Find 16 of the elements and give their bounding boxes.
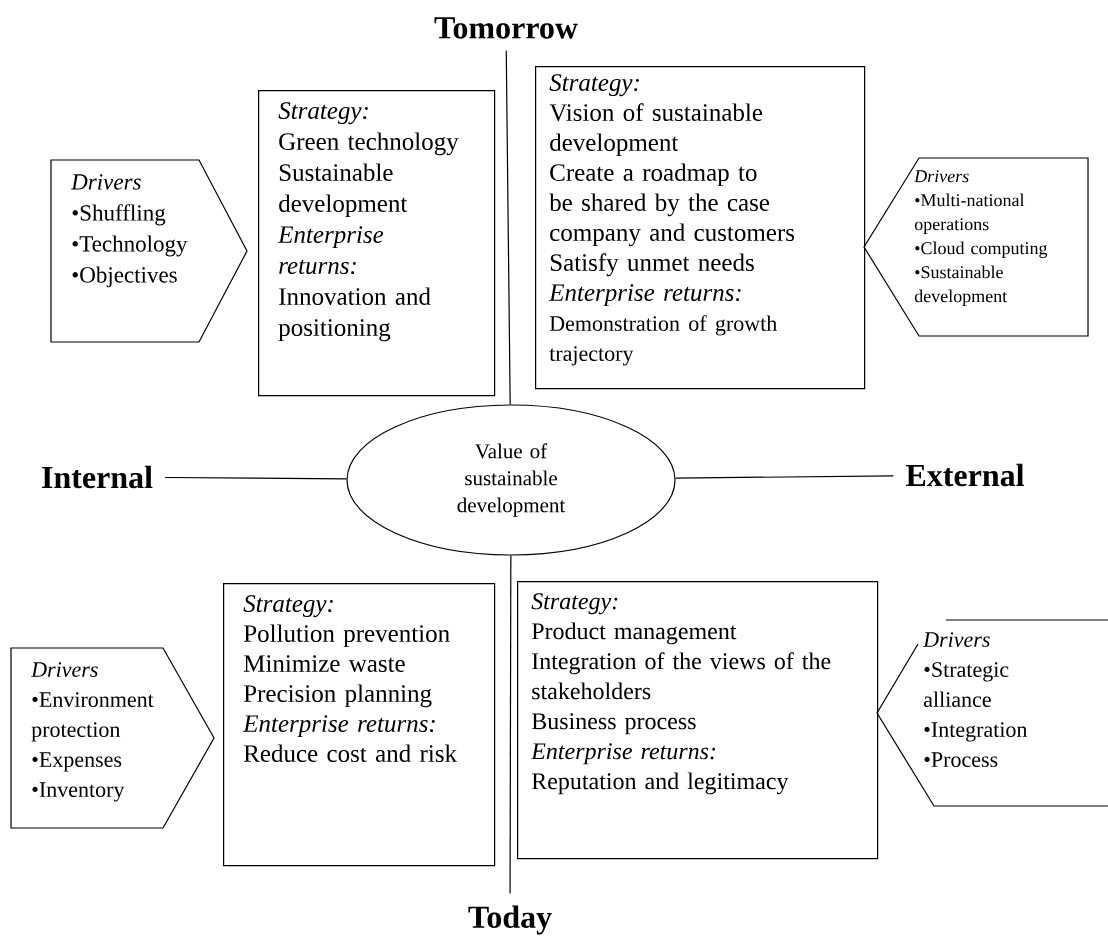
- driver-arrow-box: Drivers •Shuffling •Technology •Objectives: [50, 159, 248, 343]
- axis-line: [164, 476, 348, 480]
- strategy-box: Strategy: Vision of sustainable development Create a roadmap to be shared by the case company and customers Satisfy unmet needs Enterprise returns: Demonstration of growth trajectory: [535, 66, 866, 390]
- driver-arrow-box: Drivers •Strategic alliance •Integration •Process: [876, 619, 1108, 807]
- axis-line: [509, 555, 512, 895]
- strategy-box: Strategy: Product management Integration of the views of the stakeholders Business process Enterprise returns: Reputation and legitimacy: [517, 581, 879, 860]
- axis-label: Internal: [42, 465, 153, 489]
- axis-line: [674, 475, 895, 479]
- strategy-box: Strategy: Pollution prevention Minimize waste Precision planning Enterprise returns: Reduce cost and risk: [223, 583, 496, 867]
- axis-label: Tomorrow: [434, 17, 578, 39]
- driver-arrow-box: Drivers •Environment protection •Expenses •Inventory: [10, 647, 215, 829]
- axis-label: External: [906, 463, 1024, 487]
- driver-arrow-box: Drivers •Multi-national operations •Cloud computing •Sustainable development: [863, 157, 1089, 337]
- axis-line: [505, 50, 511, 405]
- axis-label: Today: [468, 905, 552, 935]
- strategy-box: Strategy: Green technology Sustainable development Enterprise returns: Innovation and positioning: [258, 90, 496, 397]
